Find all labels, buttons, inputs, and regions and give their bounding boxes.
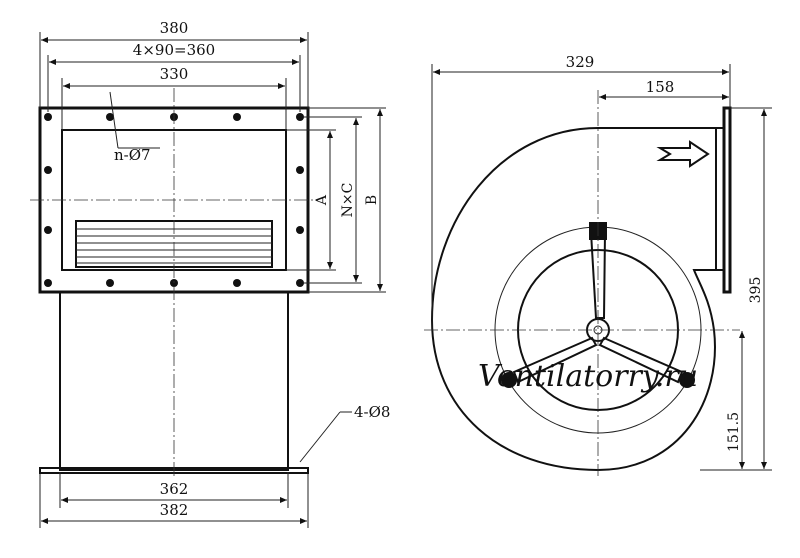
dim-outlet-offset: 158	[646, 78, 675, 96]
dim-b: B	[364, 195, 380, 205]
watermark: Ventilatorry.ru	[478, 359, 698, 394]
dim-shaft-height: 151.5	[726, 412, 742, 452]
airflow-arrow-icon	[656, 140, 710, 168]
outlet-plate	[722, 106, 732, 294]
dim-a: A	[314, 194, 330, 206]
dim-side-width: 329	[566, 53, 595, 71]
dim-nc: N×C	[340, 183, 356, 218]
scroll-housing	[430, 127, 717, 472]
dim-overall-width: 380	[160, 19, 189, 37]
hole-note: n-Ø7	[114, 146, 151, 164]
foot-holes-note: 4-Ø8	[354, 403, 390, 421]
front-view: 380 4×90=360 330 n-Ø7 A N×C B 4-Ø8	[30, 19, 390, 528]
dim-base-outer: 382	[160, 501, 189, 519]
side-view: 329 158 395 151.5	[424, 53, 772, 476]
dim-side-height: 395	[748, 277, 764, 304]
dim-inner-width: 330	[160, 65, 189, 83]
dim-base-inner: 362	[160, 480, 189, 498]
dim-bolt-pitch: 4×90=360	[133, 41, 215, 59]
